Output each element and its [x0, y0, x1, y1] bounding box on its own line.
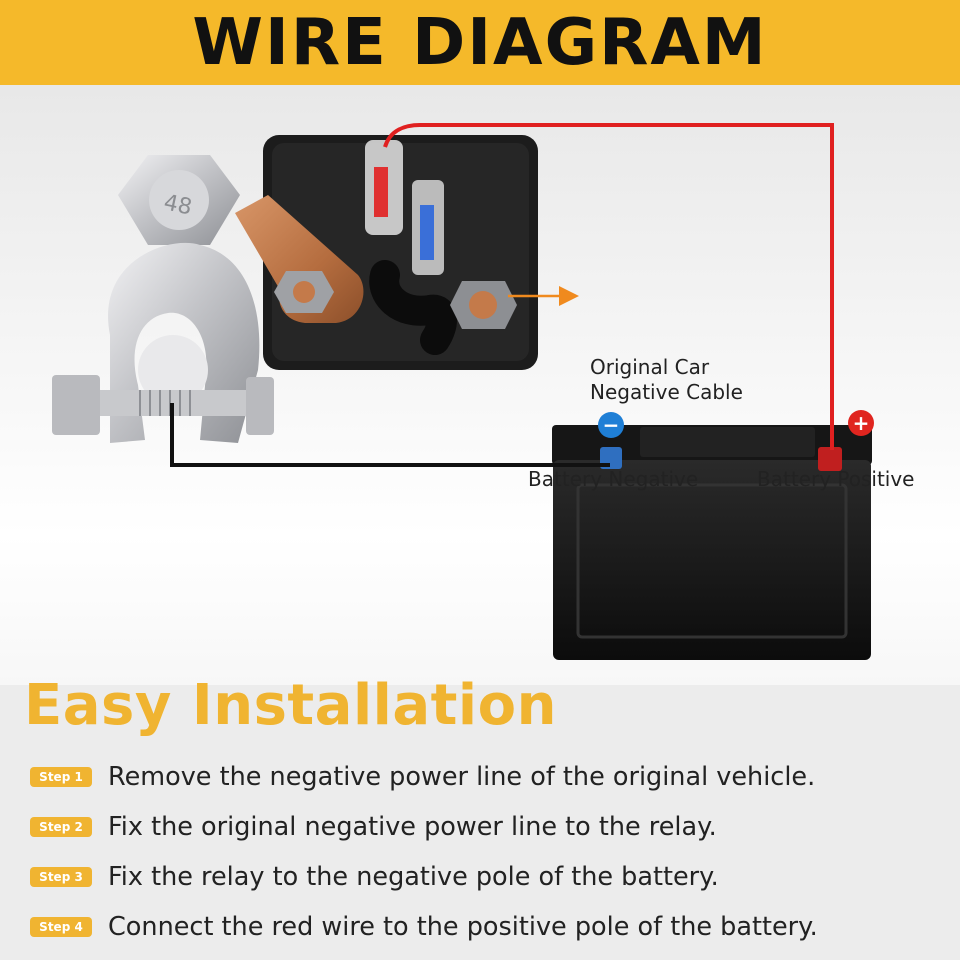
svg-text:+: + — [853, 411, 870, 435]
terminal-marking: 48 — [162, 190, 195, 220]
relay-bolt — [450, 281, 517, 329]
list-item: Step 4 Connect the red wire to the posit… — [30, 902, 950, 952]
header-banner: WIRE DIAGRAM — [0, 0, 960, 85]
svg-text:−: − — [603, 413, 620, 437]
list-item: Step 3 Fix the relay to the negative pol… — [30, 852, 950, 902]
installation-title: Easy Installation — [24, 673, 557, 738]
step-text: Fix the relay to the negative pole of th… — [108, 862, 719, 892]
positive-sign-icon: + — [848, 410, 874, 436]
step-badge: Step 4 — [30, 917, 92, 937]
step-text: Fix the original negative power line to … — [108, 812, 717, 842]
negative-black-wire — [170, 403, 610, 467]
step-text: Connect the red wire to the positive pol… — [108, 912, 818, 942]
diagram-illustration: 48 — [52, 123, 874, 660]
installation-steps: Step 1 Remove the negative power line of… — [30, 752, 950, 952]
original-cable-label: Original Car Negative Cable — [590, 355, 743, 405]
battery-terminal-clamp: 48 — [52, 155, 274, 443]
step-badge: Step 2 — [30, 817, 92, 837]
list-item: Step 2 Fix the original negative power l… — [30, 802, 950, 852]
negative-sign-icon: − — [598, 412, 624, 438]
positive-red-wire — [383, 123, 834, 450]
step-text: Remove the negative power line of the or… — [108, 762, 816, 792]
car-battery — [552, 425, 872, 660]
strap-bolt — [274, 271, 334, 313]
page-title: WIRE DIAGRAM — [192, 5, 768, 80]
step-badge: Step 3 — [30, 867, 92, 887]
original-cable-label-line2: Negative Cable — [590, 380, 743, 404]
list-item: Step 1 Remove the negative power line of… — [30, 752, 950, 802]
battery-negative-label: Battery Negative — [528, 467, 699, 491]
battery-positive-label: Battery Positive — [757, 467, 915, 491]
wire-diagram: 48 — [0, 85, 960, 685]
original-cable-label-line1: Original Car — [590, 355, 710, 379]
step-badge: Step 1 — [30, 767, 92, 787]
positive-terminal — [818, 447, 842, 471]
